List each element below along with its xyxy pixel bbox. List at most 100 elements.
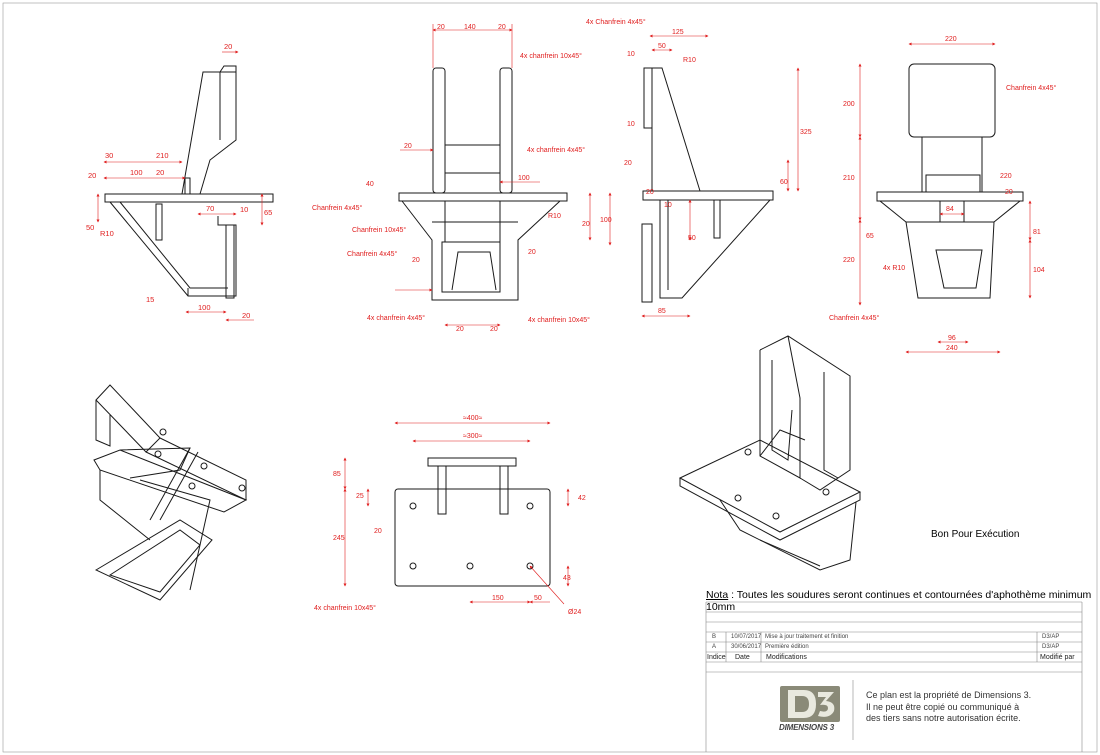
header-date: Date <box>735 654 750 661</box>
legal-notice: Ce plan est la propriété de Dimensions 3… <box>866 690 1032 723</box>
svg-text:10: 10 <box>240 205 248 214</box>
svg-text:20: 20 <box>242 311 250 320</box>
plate-view-dim-labels: ≈400≈ ≈300≈ 85 25 42 245 20 43 150 50 4x… <box>314 415 586 616</box>
side-view-dim-labels: 4x Chanfrein 4x45° 125 50 10 R10 325 10 … <box>586 18 812 315</box>
svg-text:Chanfrein 10x45°: Chanfrein 10x45° <box>352 226 406 234</box>
svg-text:20: 20 <box>88 171 96 180</box>
svg-text:R10: R10 <box>548 213 561 220</box>
svg-text:Chanfrein 4x45°: Chanfrein 4x45° <box>1006 84 1056 92</box>
revision-modification: Première édition <box>765 644 809 650</box>
svg-text:50: 50 <box>658 43 666 50</box>
svg-text:20: 20 <box>498 24 506 31</box>
svg-text:4x chanfrein 4x45°: 4x chanfrein 4x45° <box>367 314 425 322</box>
nota-label: Nota <box>706 589 729 601</box>
svg-text:10: 10 <box>627 121 635 128</box>
svg-text:Chanfrein 4x45°: Chanfrein 4x45° <box>829 314 879 322</box>
svg-text:10: 10 <box>627 51 635 58</box>
svg-text:50: 50 <box>86 223 94 232</box>
svg-text:20: 20 <box>156 168 164 177</box>
svg-text:100: 100 <box>518 175 530 182</box>
svg-text:20: 20 <box>404 143 412 150</box>
svg-text:Chanfrein 4x45°: Chanfrein 4x45° <box>347 250 397 258</box>
svg-text:Chanfrein 4x45°: Chanfrein 4x45° <box>312 204 362 212</box>
svg-text:20: 20 <box>412 257 420 264</box>
svg-text:140: 140 <box>464 24 476 31</box>
side-view-dimensions <box>641 34 800 318</box>
svg-text:42: 42 <box>578 495 586 502</box>
svg-text:70: 70 <box>206 204 214 213</box>
svg-text:4x chanfrein 10x45°: 4x chanfrein 10x45° <box>520 52 582 60</box>
front-view-dim-labels: 20 30 210 100 20 20 70 10 65 R10 50 15 1… <box>86 42 272 320</box>
svg-text:4x chanfrein 10x45°: 4x chanfrein 10x45° <box>314 604 376 612</box>
svg-text:85: 85 <box>658 308 666 315</box>
svg-text:20: 20 <box>624 160 632 167</box>
svg-text:Ø24: Ø24 <box>568 609 581 616</box>
plate-view <box>394 457 551 587</box>
svg-text:85: 85 <box>333 471 341 478</box>
plate-view-dimensions <box>343 421 570 605</box>
svg-text:210: 210 <box>843 175 855 182</box>
svg-text:65: 65 <box>264 208 272 217</box>
svg-text:84: 84 <box>946 206 954 213</box>
svg-text:30: 30 <box>105 151 113 160</box>
revision-author: D3/AP <box>1042 634 1060 640</box>
revision-indice: A <box>712 644 717 650</box>
isometric-view-left <box>93 384 248 601</box>
svg-text:4x Chanfrein 4x45°: 4x Chanfrein 4x45° <box>586 18 646 26</box>
d3-logo-icon <box>788 690 835 718</box>
svg-text:20: 20 <box>528 249 536 256</box>
svg-text:100: 100 <box>600 217 612 224</box>
revision-author: D3/AP <box>1042 644 1060 650</box>
side-view <box>641 67 774 303</box>
svg-text:245: 245 <box>333 535 345 542</box>
svg-text:R10: R10 <box>100 229 114 238</box>
svg-text:43: 43 <box>563 575 571 582</box>
svg-text:R10: R10 <box>683 57 696 64</box>
svg-text:≈400≈: ≈400≈ <box>463 415 483 422</box>
right-view-dim-labels: 220 Chanfrein 4x45° 200 210 220 84 20 81… <box>829 36 1056 352</box>
svg-text:20: 20 <box>582 221 590 228</box>
svg-text:10: 10 <box>664 202 672 209</box>
center-view-dim-labels: 20 140 20 4x chanfrein 10x45° 20 4x chan… <box>312 24 612 333</box>
header-modifications: Modifications <box>766 654 807 661</box>
svg-text:20: 20 <box>490 326 498 333</box>
svg-text:20: 20 <box>646 189 654 196</box>
svg-text:65: 65 <box>866 233 874 240</box>
svg-text:4x R10: 4x R10 <box>883 265 905 272</box>
approval-stamp: Bon Pour Exécution <box>931 529 1020 540</box>
svg-text:125: 125 <box>672 29 684 36</box>
svg-text:20: 20 <box>456 326 464 333</box>
nota-text: : Toutes les soudures seront continues e… <box>706 589 1092 613</box>
svg-text:96: 96 <box>948 335 956 342</box>
right-view <box>876 63 1024 299</box>
svg-text:25: 25 <box>356 493 364 500</box>
svg-text:4x chanfrein 4x45°: 4x chanfrein 4x45° <box>527 146 585 154</box>
svg-text:≈300≈: ≈300≈ <box>463 433 483 440</box>
svg-text:60: 60 <box>780 179 788 186</box>
revision-date: 30/06/2017 <box>731 644 762 650</box>
svg-text:20: 20 <box>437 24 445 31</box>
company-name: DIMENSIONS 3 <box>779 723 834 732</box>
header-indice: Indice <box>707 654 726 661</box>
nota-note: Nota : Toutes les soudures seront contin… <box>706 589 1100 613</box>
center-view-dimensions <box>395 24 612 327</box>
svg-text:20: 20 <box>1005 189 1013 196</box>
center-view <box>398 67 568 301</box>
revision-indice: B <box>712 634 717 640</box>
svg-text:81: 81 <box>1033 229 1041 236</box>
svg-text:4x chanfrein 10x45°: 4x chanfrein 10x45° <box>528 316 590 324</box>
svg-text:50: 50 <box>688 235 696 242</box>
right-view-dimensions <box>858 42 1032 354</box>
svg-text:240: 240 <box>946 345 958 352</box>
svg-text:150: 150 <box>492 595 504 602</box>
header-modified-by: Modifié par <box>1040 654 1075 661</box>
svg-text:15: 15 <box>146 295 154 304</box>
svg-text:220: 220 <box>843 257 855 264</box>
svg-text:200: 200 <box>843 101 855 108</box>
svg-text:220: 220 <box>945 36 957 43</box>
svg-text:100: 100 <box>198 303 211 312</box>
svg-text:100: 100 <box>130 168 143 177</box>
